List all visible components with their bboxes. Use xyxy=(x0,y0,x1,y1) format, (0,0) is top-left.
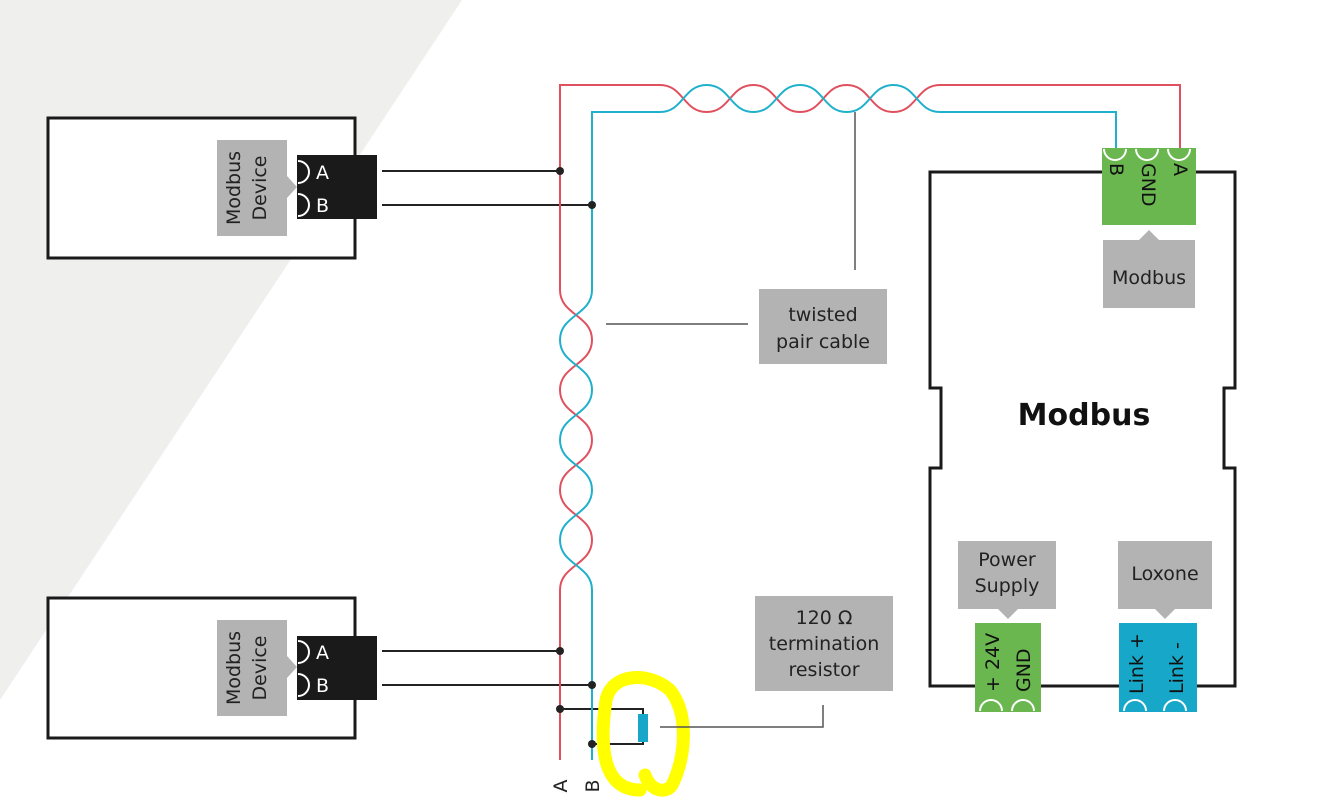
modbus-terminal-label: Modbus xyxy=(1112,267,1186,289)
background-band xyxy=(0,0,462,700)
cable-label: twisted pair cable xyxy=(759,289,887,364)
terminal-pin-gnd: GND xyxy=(1137,163,1159,207)
resistor-label: 120 Ω termination resistor xyxy=(755,596,893,691)
device-label-line2: Device xyxy=(249,156,271,221)
stub-wires xyxy=(382,170,644,745)
pin-a-label: A xyxy=(316,642,329,664)
terminal-pin-link-plus: Link + xyxy=(1126,633,1148,694)
bus-end-a-label: A xyxy=(550,780,572,793)
resistor-label-line3: resistor xyxy=(788,659,859,681)
device-label-line2: Device xyxy=(249,636,271,701)
pin-a-label: A xyxy=(316,162,329,184)
pin-b-label: B xyxy=(316,195,329,217)
resistor-label-line2: termination xyxy=(769,633,879,655)
loxone-label: Loxone xyxy=(1131,563,1198,585)
link-terminal xyxy=(1119,623,1197,712)
termination-resistor xyxy=(638,714,648,742)
power-terminal xyxy=(975,623,1041,712)
power-label-line1: Power xyxy=(978,549,1036,571)
resistor-label-line1: 120 Ω xyxy=(796,607,853,629)
junction-dots xyxy=(556,167,596,748)
pin-b-label: B xyxy=(316,675,329,697)
power-label-line2: Supply xyxy=(975,575,1040,597)
bus-end-b-label: B xyxy=(582,779,604,792)
device-terminal-block xyxy=(297,155,377,219)
wire-b xyxy=(558,83,1117,760)
extension-title: Modbus xyxy=(1018,398,1151,433)
cable-label-line2: pair cable xyxy=(776,331,870,353)
device-label-line1: Modbus xyxy=(223,631,245,705)
terminal-pin-link-minus: Link - xyxy=(1166,642,1188,694)
modbus-extension: Modbus B GND A Modbus Power Supply + 24V… xyxy=(928,148,1237,712)
twisted-pair-cable xyxy=(558,83,1181,760)
highlight-circle xyxy=(596,671,690,797)
modbus-device-2: Modbus Device A B xyxy=(46,596,377,740)
terminal-pin-24v: + 24V xyxy=(982,633,1004,692)
terminal-pin-gnd: GND xyxy=(1013,648,1035,692)
modbus-device-1: Modbus Device A B xyxy=(46,116,377,260)
terminal-pin-a: A xyxy=(1169,163,1191,176)
terminal-pin-b: B xyxy=(1105,163,1127,176)
cable-label-line1: twisted xyxy=(788,304,857,326)
device-label-line1: Modbus xyxy=(223,151,245,225)
device-terminal-block xyxy=(297,636,377,700)
wire-a xyxy=(558,83,1181,760)
